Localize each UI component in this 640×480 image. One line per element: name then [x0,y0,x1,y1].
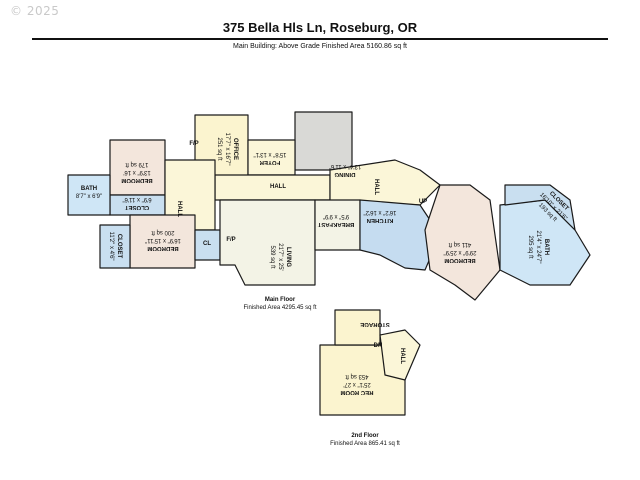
storage-label: STORAGE [360,321,390,327]
cl-label: CL [203,241,211,247]
page-subtitle: Main Building: Above Grade Finished Area… [233,43,407,50]
hall-right-label: HALL [373,179,379,195]
fireplace-label-office: F/P [189,141,199,147]
copyright-watermark: © 2025 [10,4,60,18]
hall-main-label: HALL [270,184,286,190]
stairs-dn-label: DN [373,343,383,349]
stairs-up-label: UP [418,199,428,205]
closet-lower [99,224,131,269]
kitchen-room [359,199,441,271]
hall-2nd [379,329,421,381]
fireplace-label-living: F/P [226,237,236,243]
bath-left [67,174,111,216]
page-title: 375 Bella Hls Ln, Roseburg, OR [222,20,418,35]
hall-2nd-label: HALL [399,348,405,364]
storage-room [334,309,381,346]
bedroom-master [424,184,501,301]
title-divider [32,38,608,40]
closet-master [504,184,576,231]
hall-left-label: HALL [176,201,182,217]
